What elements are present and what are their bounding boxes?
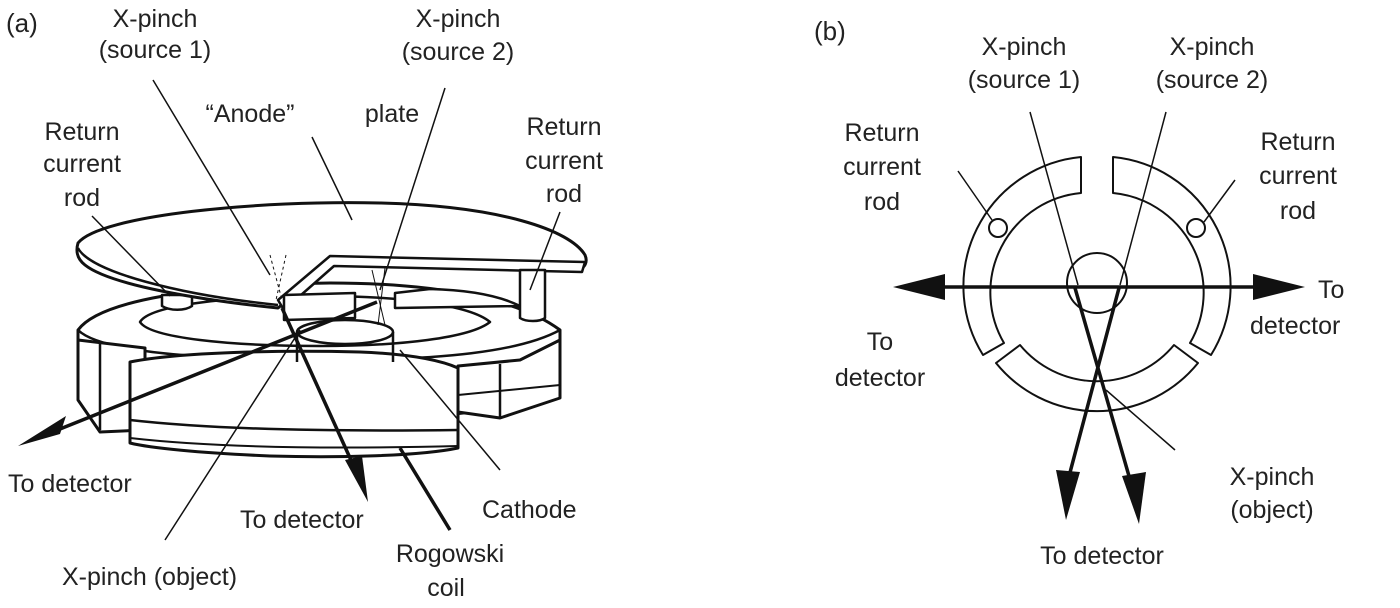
label-a-to-detector-left: To detector: [8, 470, 132, 498]
beam-to-left-detector: [39, 300, 378, 439]
return-rod-right-b: [1186, 218, 1206, 238]
label-a-rogowski-2: coil: [427, 574, 465, 602]
panel-a: (a): [6, 5, 603, 602]
label-a-return-right-1: Return: [526, 113, 601, 141]
arrowhead-left-b: [893, 274, 945, 300]
label-b-return-right-1: Return: [1260, 128, 1335, 156]
label-b-source2-l2: (source 2): [1156, 66, 1269, 94]
center-anode-b: [1066, 252, 1128, 314]
label-b-object-1: X-pinch: [1230, 463, 1315, 491]
return-rod-right: [518, 268, 547, 323]
panel-b-label: (b): [814, 16, 846, 46]
label-a-to-detector-center: To detector: [240, 506, 364, 534]
label-a-source2-l2: (source 2): [402, 38, 515, 66]
rogowski-coil-body: [128, 349, 460, 459]
label-b-source1-l2: (source 1): [968, 66, 1081, 94]
crossing-beams: [1056, 287, 1146, 524]
label-b-return-left-1: Return: [844, 119, 919, 147]
return-rod-left-b: [988, 218, 1008, 238]
horizontal-beam: [893, 274, 1305, 300]
arrowhead-left: [18, 416, 66, 446]
label-a-return-right-2: current: [525, 147, 603, 175]
x-pinch-wires: [269, 254, 386, 326]
label-b-source1-l1: X-pinch: [982, 33, 1067, 61]
label-a-rogowski-1: Rogowski: [396, 540, 504, 568]
label-b-to-detector-right-2: detector: [1250, 312, 1340, 340]
cathode-segments: [962, 156, 1232, 413]
segment-bottom: [995, 344, 1199, 413]
panel-b: (b): [814, 16, 1344, 570]
label-b-return-right-3: rod: [1280, 197, 1316, 225]
label-a-return-right-3: rod: [546, 180, 582, 208]
label-b-source2-l1: X-pinch: [1170, 33, 1255, 61]
labels-b: X-pinch (source 1) X-pinch (source 2) Re…: [835, 33, 1345, 570]
label-b-return-left-3: rod: [864, 188, 900, 216]
label-a-cathode: Cathode: [482, 496, 577, 524]
label-a-return-left-1: Return: [44, 118, 119, 146]
labels-a: X-pinch (source 1) X-pinch (source 2) “A…: [8, 5, 603, 602]
label-b-return-right-2: current: [1259, 162, 1337, 190]
label-b-return-left-2: current: [843, 153, 921, 181]
label-a-plate: plate: [365, 100, 419, 128]
segment-upper-left: [962, 156, 1082, 356]
leader-lines-a: [91, 79, 561, 541]
panel-a-label: (a): [6, 8, 38, 38]
arrowhead-right-b: [1253, 274, 1305, 300]
leader-lines-b: [957, 111, 1236, 451]
label-b-object-2: (object): [1230, 496, 1313, 524]
label-a-source2-l1: X-pinch: [416, 5, 501, 33]
label-b-to-detector-bottom: To detector: [1040, 542, 1164, 570]
segment-upper-right: [1112, 156, 1232, 356]
label-a-source1-l1: X-pinch: [113, 5, 198, 33]
label-a-anode: “Anode”: [206, 100, 295, 128]
arrowhead-bottom-right: [1122, 472, 1146, 524]
arrowhead-center: [345, 456, 368, 502]
label-a-return-left-3: rod: [64, 184, 100, 212]
label-b-to-detector-left-1: To: [867, 328, 893, 356]
anode-plate: [75, 201, 588, 322]
arrowhead-bottom-left: [1056, 470, 1080, 520]
return-rod-left: [160, 293, 194, 311]
label-b-to-detector-right-1: To: [1318, 276, 1344, 304]
label-a-source1-l2: (source 1): [99, 36, 212, 64]
label-a-return-left-2: current: [43, 150, 121, 178]
label-a-object: X-pinch (object): [62, 563, 237, 591]
label-b-to-detector-left-2: detector: [835, 364, 925, 392]
